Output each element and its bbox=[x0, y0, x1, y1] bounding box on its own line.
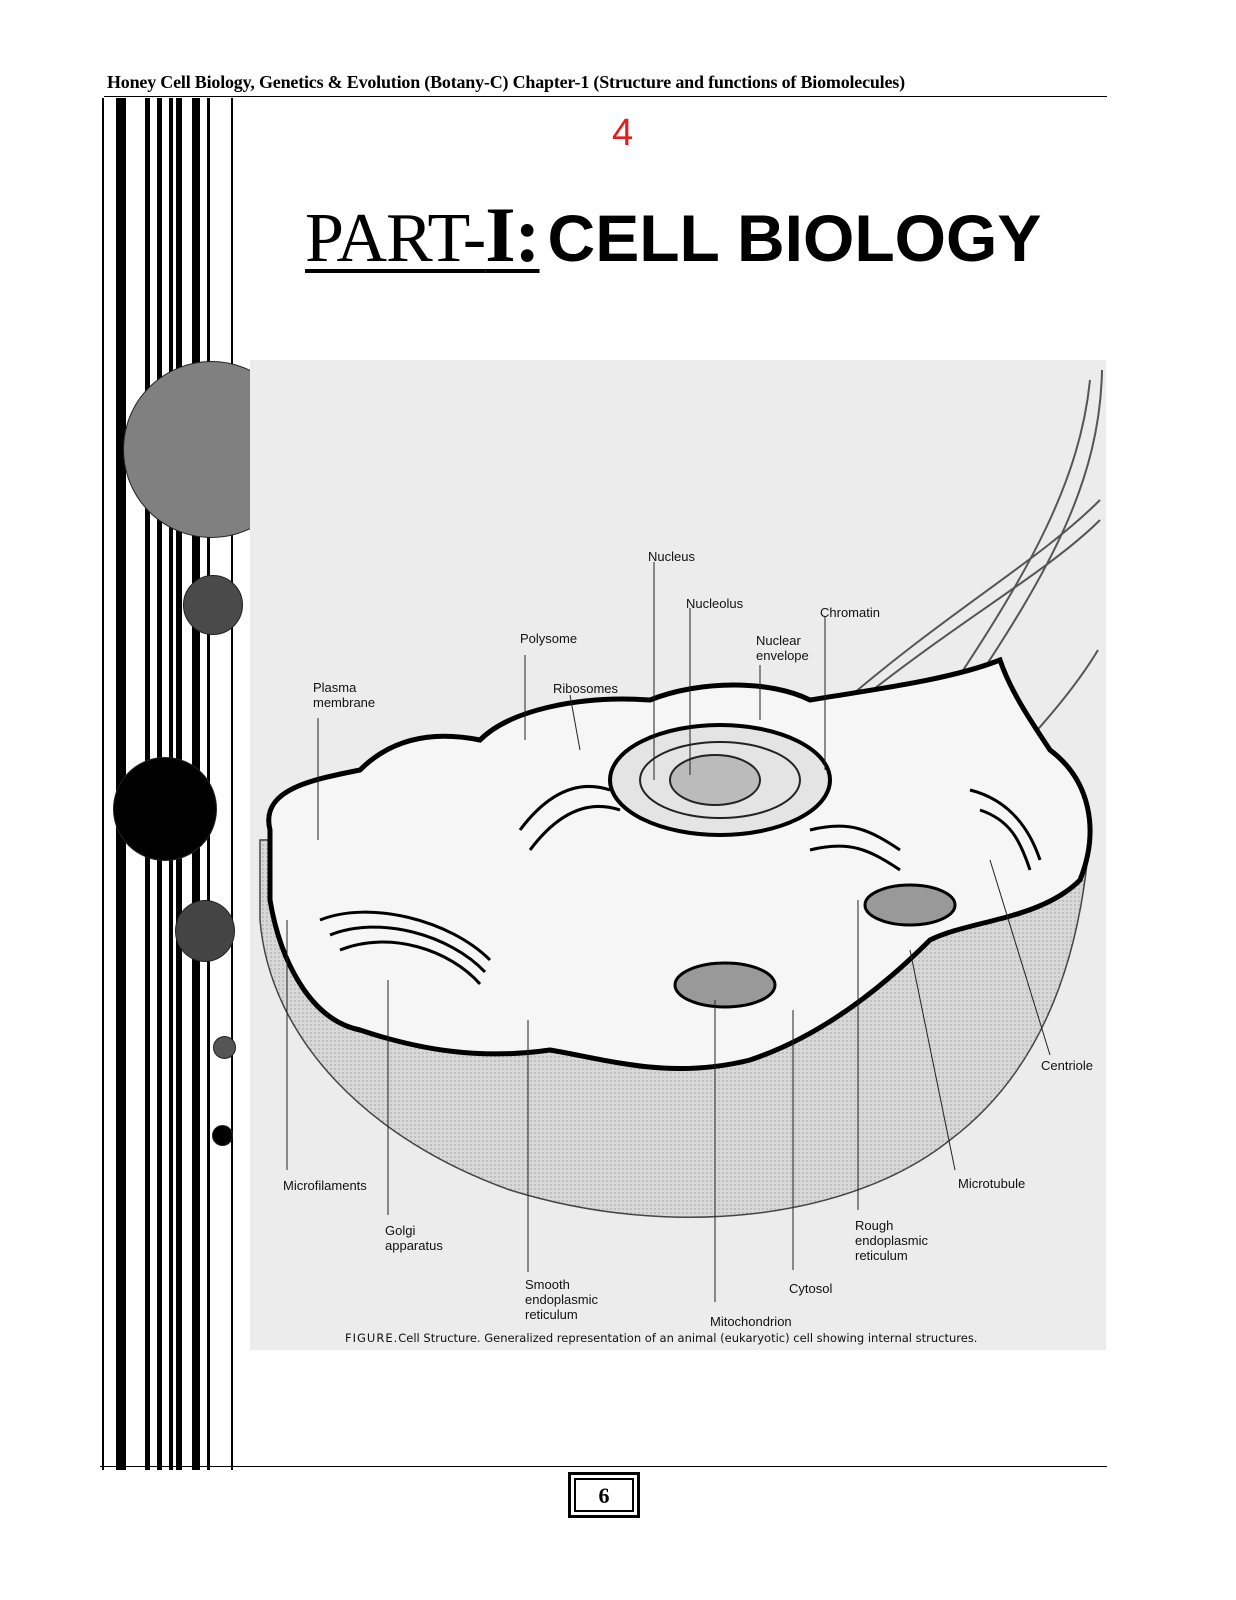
label-plasma-membrane: Plasma membrane bbox=[313, 680, 376, 710]
running-header: Honey Cell Biology, Genetics & Evolution… bbox=[107, 72, 905, 92]
figure-caption: FIGURE.Cell Structure. Generalized repre… bbox=[345, 1331, 978, 1345]
title-part: PART-I: bbox=[305, 191, 541, 278]
label-polysome: Polysome bbox=[520, 631, 578, 646]
page-number: 6 bbox=[574, 1478, 634, 1512]
title-subject: CELL BIOLOGY bbox=[547, 201, 1042, 275]
cell-diagram-figure: Nucleus Nucleolus Chromatin Polysome Nuc… bbox=[250, 360, 1106, 1350]
label-golgi-apparatus: Golgi apparatus bbox=[385, 1223, 443, 1253]
label-mitochondrion: Mitochondrion bbox=[710, 1314, 792, 1329]
label-centriole: Centriole bbox=[1041, 1058, 1094, 1073]
page-title: PART-I:CELL BIOLOGY bbox=[305, 190, 1041, 280]
label-microfilaments: Microfilaments bbox=[283, 1178, 367, 1193]
label-ribosomes: Ribosomes bbox=[553, 681, 619, 696]
cell-illustration bbox=[259, 369, 1103, 1302]
label-nuclear-envelope: Nuclear envelope bbox=[756, 633, 809, 663]
footer-divider bbox=[100, 1466, 1107, 1467]
label-rough-er: Rough endoplasmic reticulum bbox=[855, 1218, 928, 1263]
label-smooth-er: Smooth endoplasmic reticulum bbox=[525, 1277, 598, 1322]
header-divider bbox=[104, 96, 1107, 97]
label-cytosol: Cytosol bbox=[789, 1281, 833, 1296]
page-number-box: 6 bbox=[568, 1472, 640, 1518]
label-nucleus: Nucleus bbox=[648, 549, 695, 564]
label-nucleolus: Nucleolus bbox=[686, 596, 744, 611]
chapter-number: 4 bbox=[612, 112, 634, 154]
label-chromatin: Chromatin bbox=[820, 605, 880, 620]
label-microtubule: Microtubule bbox=[958, 1176, 1026, 1191]
